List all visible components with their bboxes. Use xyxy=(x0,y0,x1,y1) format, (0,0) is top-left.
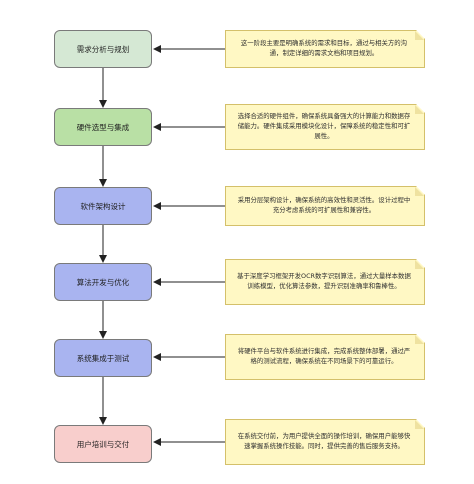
step-algorithm-development: 算法开发与优化 xyxy=(54,263,152,301)
note-hardware: 选择合适的硬件组件，确保系统具备强大的计算能力和数据存储能力。硬件集成采用模块化… xyxy=(225,104,425,150)
note-requirements: 这一阶段主要是明确系统的需求和目标，通过与相关方的沟通，制定详细的需求文档和项目… xyxy=(225,30,425,68)
note-algorithm: 基于深度学习框架开发OCR数字识别算法，通过大量样本数据训练模型，优化算法参数，… xyxy=(225,259,425,305)
note-software: 采用分层架构设计，确保系统的高效性和灵活性。设计过程中充分考虑系统的可扩展性和兼… xyxy=(225,186,425,226)
step-system-integration: 系统集成于测试 xyxy=(54,339,152,377)
step-software-architecture: 软件架构设计 xyxy=(54,187,152,225)
step-requirements-analysis: 需求分析与规划 xyxy=(54,30,152,68)
note-training: 在系统交付前，为用户提供全面的操作培训，确保用户能够快速掌握系统操作技能。同时，… xyxy=(225,419,425,465)
step-training-delivery: 用户培训与交付 xyxy=(54,425,152,463)
note-integration: 将硬件平台与软件系统进行集成，完成系统整体部署，通过严格的测试流程，确保系统在不… xyxy=(225,334,425,380)
step-hardware-selection: 硬件选型与集成 xyxy=(54,108,152,146)
